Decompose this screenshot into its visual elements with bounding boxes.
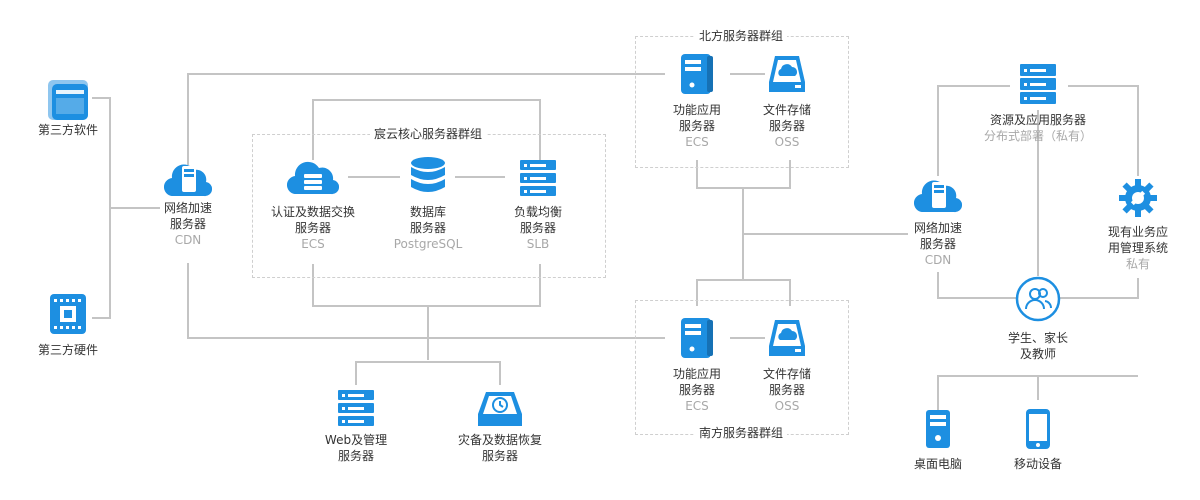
node-label-2: 服务器 [294,221,331,235]
node-label-2: 服务器 [337,449,374,463]
cloud-storage-icon [769,56,805,92]
node-label: 文件存储 [762,103,811,117]
node-sub: 私有 [1125,257,1150,271]
node-label: 功能应用 [672,103,721,117]
node-label-2: 服务器 [768,383,805,397]
node-label-2: 服务器 [919,237,956,251]
core-group-title: 宸云核心服务器群组 [369,127,487,141]
node-sub: OSS [774,135,800,149]
node-label-2: 服务器 [678,383,715,397]
node-sub: ECS [301,237,325,251]
load-balancer-server: 负载均衡 服务器 SLB [473,158,603,252]
cdn-server-right: 网络加速 服务器 CDN [873,176,1003,268]
node-label-2: 及教师 [1019,347,1056,361]
node-label: 学生、家长 [1007,331,1068,345]
third-party-hardware: 第三方硬件 [3,292,133,358]
node-sub: ECS [685,399,709,413]
gear-tools-icon [1119,179,1157,217]
database-icon [411,157,445,192]
mobile-device: 移动设备 [973,408,1103,472]
node-label: 网络加速 [163,201,212,215]
node-label-2: 服务器 [678,119,715,133]
node-label: 现有业务应 [1107,225,1168,239]
server-rack-icon [520,160,556,196]
cloud-server-icon [287,161,339,195]
node-sub: PostgreSQL [393,237,463,251]
node-label: 认证及数据交换 [270,205,355,219]
cdn-server-left: 网络加速 服务器 CDN [123,160,253,248]
node-label: 灾备及数据恢复 [457,433,542,447]
node-label-2: 服务器 [481,449,518,463]
backup-recovery-server: 灾备及数据恢复 服务器 [435,388,565,464]
resource-app-server: 资源及应用服务器 分布式部署（私有） [963,62,1113,144]
north-group-title: 北方服务器群组 [694,29,788,43]
north-app-server: 功能应用 服务器 ECS [632,52,762,150]
node-label-2: 服务器 [519,221,556,235]
south-app-server: 功能应用 服务器 ECS [632,316,762,414]
desktop-computer: 桌面电脑 [873,408,1003,472]
node-label: 数据库 [409,205,446,219]
users-students-parents-teachers: 学生、家长 及教师 [973,276,1103,362]
desktop-tower-icon [926,410,950,448]
node-label: 移动设备 [1013,457,1062,471]
north-storage-server: 文件存储 服务器 OSS [722,52,852,150]
node-label: 第三方软件 [37,123,98,137]
node-label-2: 用管理系统 [1107,241,1168,255]
node-label: Web及管理 [324,433,388,447]
node-sub: ECS [685,135,709,149]
backup-restore-icon [478,392,522,426]
database-server: 数据库 服务器 PostgreSQL [363,155,493,252]
node-label: 网络加速 [913,221,962,235]
node-label: 资源及应用服务器 [989,113,1086,127]
south-group-title: 南方服务器群组 [694,426,788,440]
node-sub: SLB [526,237,550,251]
third-party-software: 第三方软件 [3,78,133,138]
south-storage-server: 文件存储 服务器 OSS [722,316,852,414]
business-management-system: 现有业务应 用管理系统 私有 [1073,176,1200,272]
cloud-server-icon [164,164,212,197]
auth-exchange-server: 认证及数据交换 服务器 ECS [248,158,378,252]
node-label-2: 服务器 [169,217,206,231]
node-sub: 分布式部署（私有） [983,129,1092,143]
node-label-2: 服务器 [409,221,446,235]
mobile-phone-icon [1026,409,1050,449]
node-label: 第三方硬件 [37,343,98,357]
cloud-server-icon [914,180,962,213]
users-group-icon [1015,276,1061,322]
node-label: 文件存储 [762,367,811,381]
web-management-server: Web及管理 服务器 [291,388,421,464]
node-sub: CDN [174,233,202,247]
node-label: 功能应用 [672,367,721,381]
node-label: 负载均衡 [513,205,562,219]
app-window-icon [48,80,88,120]
server-rack-icon [1020,64,1056,104]
node-sub: CDN [924,253,952,267]
chip-board-icon [50,294,86,334]
cloud-storage-icon [769,320,805,356]
server-tower-icon [681,318,713,358]
node-label-2: 服务器 [768,119,805,133]
server-rack-icon [338,390,374,426]
node-label: 桌面电脑 [913,457,962,471]
node-sub: OSS [774,399,800,413]
server-tower-icon [681,54,713,94]
